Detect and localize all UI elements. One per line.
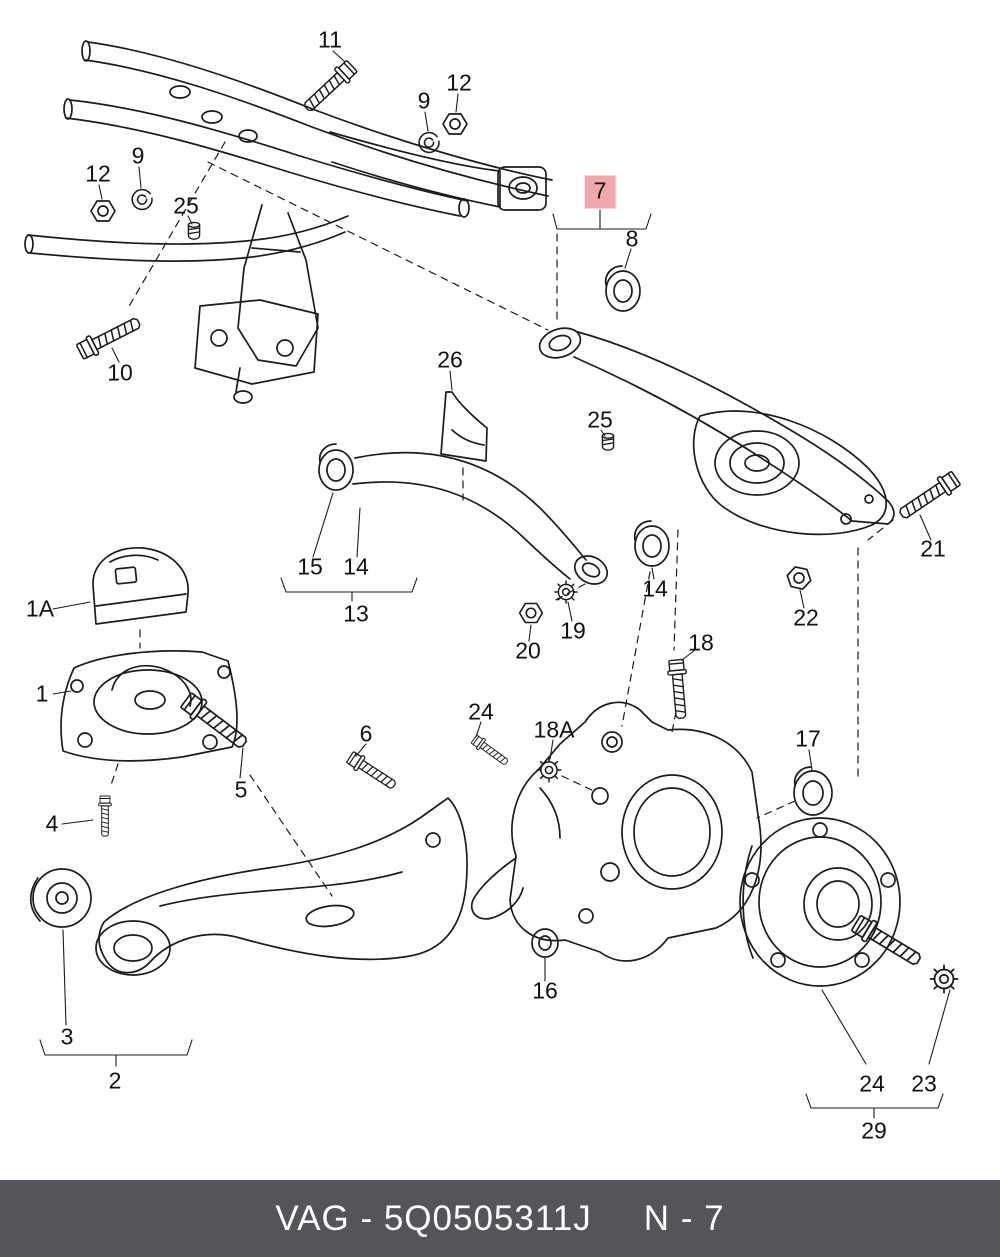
label-leader-lines: [39, 50, 951, 1119]
part-label-15[interactable]: 15: [297, 553, 323, 580]
mount-bracket-1-drawing: [60, 650, 238, 762]
nut-20-drawing: [518, 602, 544, 624]
part-label-25b[interactable]: 25: [587, 406, 613, 433]
part-label-26[interactable]: 26: [437, 346, 463, 373]
front-link-arm-drawing: [329, 131, 547, 211]
part-label-21[interactable]: 21: [920, 535, 946, 562]
part-label-3[interactable]: 3: [60, 1023, 74, 1050]
lower-control-arm-drawing: [538, 327, 895, 536]
exploded-parts-diagram: [24, 40, 963, 1119]
part-label-23[interactable]: 23: [911, 1070, 937, 1097]
part-label-13[interactable]: 13: [343, 600, 369, 627]
washer-18a-drawing: [536, 757, 562, 783]
washer-9b-drawing: [131, 188, 153, 211]
part-label-12a[interactable]: 12: [446, 69, 472, 96]
part-label-11[interactable]: 11: [318, 26, 342, 53]
part-label-7-highlighted[interactable]: 7: [584, 175, 616, 209]
part-label-19[interactable]: 19: [560, 617, 586, 644]
bushing-14-drawing: [633, 520, 670, 567]
clip-19-drawing: [554, 580, 578, 604]
nut-12b-drawing: [90, 200, 116, 222]
part-label-22[interactable]: 22: [793, 604, 819, 631]
part-label-29[interactable]: 29: [861, 1117, 887, 1144]
rear-subframe-drawing: [24, 40, 553, 404]
part-label-4[interactable]: 4: [45, 810, 59, 837]
upper-control-arm-drawing: [318, 391, 609, 585]
nut-22-drawing: [784, 564, 814, 592]
bolt-23-drawing: [849, 912, 926, 972]
part-label-18a[interactable]: 18A: [533, 716, 575, 743]
part-label-5[interactable]: 5: [234, 776, 248, 803]
bushing-8-drawing: [604, 265, 641, 312]
part-label-12b[interactable]: 12: [85, 160, 111, 187]
part-label-6[interactable]: 6: [359, 720, 373, 747]
screw-4-drawing: [98, 795, 112, 837]
part-label-18[interactable]: 18: [688, 629, 714, 656]
part-label-9a[interactable]: 9: [417, 87, 431, 114]
part-label-10[interactable]: 10: [107, 359, 133, 386]
part-label-17[interactable]: 17: [795, 725, 821, 752]
part-label-1a[interactable]: 1A: [25, 595, 55, 622]
part-label-20[interactable]: 20: [515, 637, 541, 664]
assembly-dash-lines: [109, 141, 894, 897]
bushing-17-drawing: [793, 766, 833, 816]
trailing-arm-drawing: [29, 797, 468, 976]
mount-cover-1a-drawing: [92, 547, 189, 625]
part-label-9b[interactable]: 9: [131, 142, 145, 169]
wheel-carrier-drawing: [470, 701, 762, 962]
bolt-6-drawing: [344, 749, 400, 794]
splined-end-23-drawing: [929, 964, 959, 994]
part-label-8[interactable]: 8: [625, 225, 639, 252]
bolt-18-drawing: [666, 658, 691, 720]
screw-25b-drawing: [601, 432, 615, 451]
nut-12a-drawing: [442, 113, 468, 135]
part-label-14a[interactable]: 14: [343, 553, 369, 580]
screw-25a-drawing: [187, 221, 201, 240]
part-label-2[interactable]: 2: [108, 1067, 122, 1094]
part-label-25a[interactable]: 25: [173, 192, 199, 219]
footer-bar: VAG - 5Q0505311J N - 7: [0, 1180, 1000, 1257]
wheel-hub-drawing: [739, 817, 901, 987]
part-label-24b[interactable]: 24: [859, 1070, 885, 1097]
page-reference-text: N - 7: [643, 1198, 725, 1238]
part-label-14b[interactable]: 14: [642, 575, 668, 602]
part-number-text: VAG - 5Q0505311J: [275, 1198, 592, 1238]
bolt-24a-drawing: [469, 733, 511, 769]
part-label-16[interactable]: 16: [532, 977, 558, 1004]
bolt-10-drawing: [74, 312, 145, 362]
bolt-21-drawing: [894, 468, 963, 525]
part-label-24a[interactable]: 24: [468, 698, 494, 725]
part-label-1[interactable]: 1: [35, 680, 49, 707]
